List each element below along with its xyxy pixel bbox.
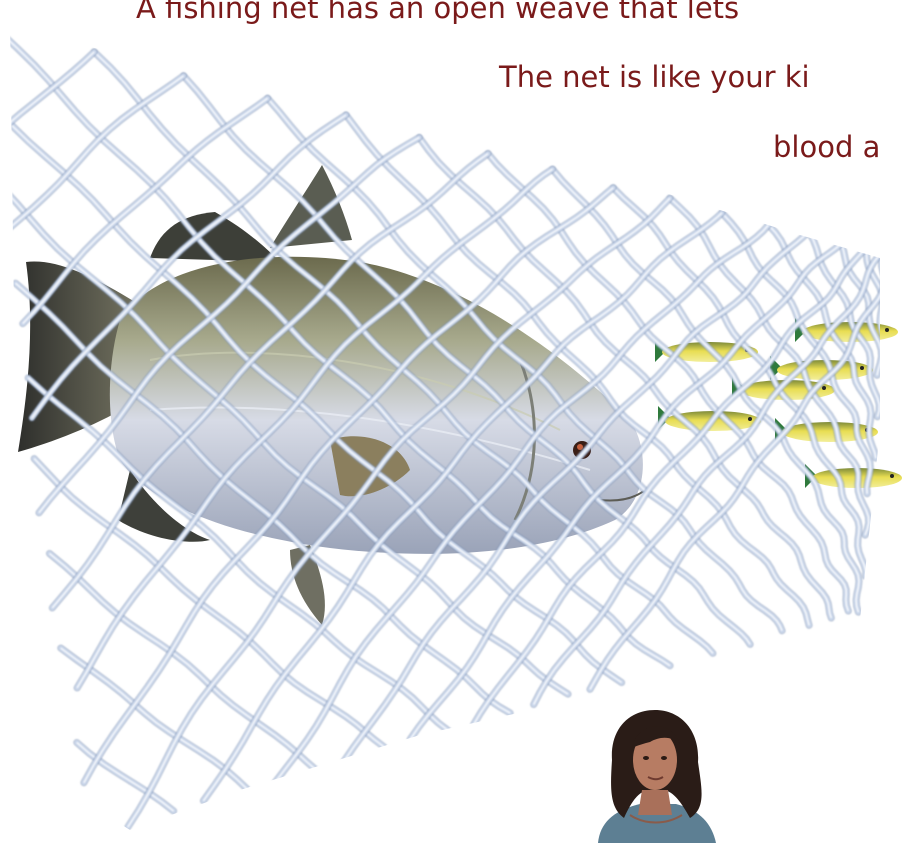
person-portrait (598, 710, 716, 843)
net-strand-shadow (882, 252, 890, 293)
net-strand-highlight (882, 252, 890, 293)
net-strand (882, 252, 890, 293)
